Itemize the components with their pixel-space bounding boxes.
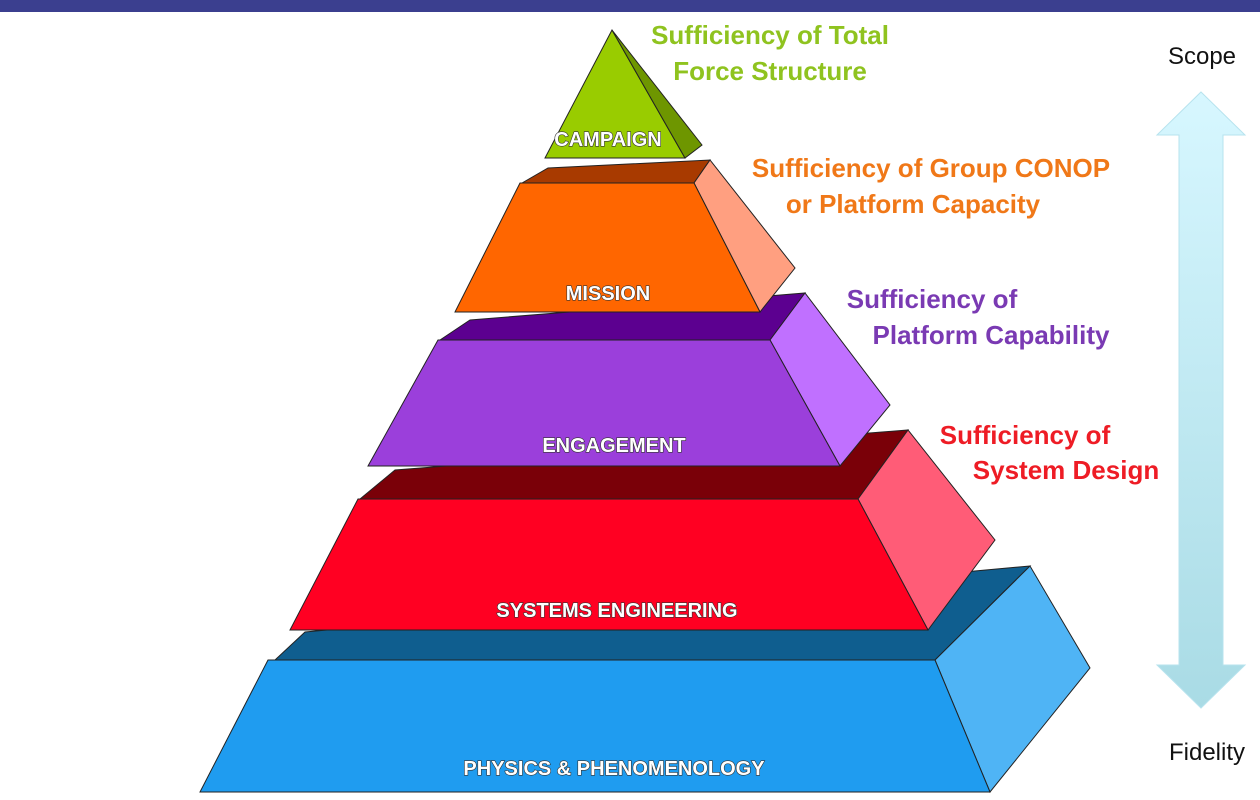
scope-fidelity-arrow bbox=[1155, 91, 1247, 709]
tier-label-campaign: CAMPAIGN bbox=[554, 129, 661, 151]
annotation-total-force-line1: Sufficiency of Total bbox=[651, 20, 889, 50]
tier-label-systems: SYSTEMS ENGINEERING bbox=[496, 600, 737, 622]
tier-engagement: ENGAGEMENT bbox=[367, 292, 891, 467]
scope-label: Scope bbox=[1168, 43, 1236, 70]
annotation-group-conop-line2: or Platform Capacity bbox=[786, 189, 1041, 219]
annotation-group-conop-line1: Sufficiency of Group CONOP bbox=[752, 153, 1110, 183]
tier-label-mission: MISSION bbox=[566, 283, 650, 305]
annotation-platform-capability-line1: Sufficiency of bbox=[847, 284, 1018, 314]
tier-label-engagement: ENGAGEMENT bbox=[542, 435, 685, 457]
tier-campaign: CAMPAIGN bbox=[544, 28, 703, 159]
annotation-platform-capability: Sufficiency of Platform Capability bbox=[847, 284, 1110, 350]
annotation-total-force-line2: Force Structure bbox=[673, 56, 867, 86]
fidelity-label: Fidelity bbox=[1169, 739, 1245, 766]
annotation-system-design-line1: Sufficiency of bbox=[940, 420, 1111, 450]
tier-label-physics: PHYSICS & PHENOMENOLOGY bbox=[463, 758, 765, 780]
annotation-system-design: Sufficiency of System Design bbox=[940, 420, 1159, 485]
annotation-group-conop: Sufficiency of Group CONOP or Platform C… bbox=[752, 153, 1110, 219]
annotation-system-design-line2: System Design bbox=[973, 455, 1159, 485]
annotation-platform-capability-line2: Platform Capability bbox=[873, 320, 1110, 350]
annotation-total-force: Sufficiency of Total Force Structure bbox=[651, 20, 889, 86]
header-bar bbox=[0, 0, 1260, 12]
tier-mission: MISSION bbox=[454, 159, 796, 313]
